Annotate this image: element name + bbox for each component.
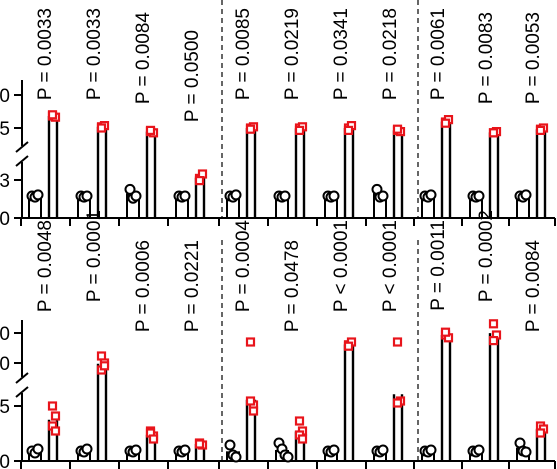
y-tick-label: 0 — [0, 452, 10, 469]
p-value-label: P = 0.0218 — [380, 8, 401, 100]
control-point — [130, 444, 142, 456]
p-value-label: P = 0.0085 — [233, 8, 254, 100]
p-value-label: P = 0.0002 — [476, 210, 497, 302]
treated-point — [440, 327, 451, 337]
control-point — [377, 190, 389, 202]
p-value-label: P = 0.0053 — [523, 12, 544, 104]
control-point — [179, 444, 191, 456]
axis-break-mark — [15, 372, 29, 384]
y-tick-label: 5 — [0, 397, 10, 418]
treated-point — [488, 336, 499, 346]
control-point — [425, 189, 437, 201]
treated-point — [248, 406, 259, 416]
p-value-label: P = 0.0084 — [133, 12, 154, 105]
control-point — [282, 451, 294, 463]
p-value-label: P = 0.0004 — [233, 220, 254, 313]
y-tick-label: 0 — [0, 354, 10, 375]
treated-point — [194, 176, 205, 186]
p-value-label: P = 0.0033 — [84, 8, 105, 100]
treated-point — [145, 125, 156, 136]
treated-point — [194, 439, 205, 449]
control-point — [520, 189, 532, 201]
treated-point — [392, 124, 403, 134]
control-point — [81, 190, 93, 202]
treated-point — [99, 361, 110, 371]
control-point — [224, 439, 236, 451]
p-value-label: P < 0.0001 — [331, 220, 352, 312]
p-value-label: P = 0.0084 — [523, 240, 544, 333]
p-value-label: P = 0.0001 — [84, 210, 105, 302]
y-tick-label: 5 — [0, 119, 10, 140]
p-value-label: P = 0.0500 — [182, 30, 203, 122]
y-tick-label: 3 — [0, 171, 10, 192]
treated-point — [488, 128, 499, 138]
p-value-label: P = 0.0011 — [428, 220, 449, 311]
control-point — [230, 189, 242, 201]
control-point — [473, 444, 485, 456]
treated-point — [488, 319, 499, 329]
treated-point — [440, 118, 451, 128]
control-point — [473, 190, 485, 202]
treated-point — [245, 337, 256, 347]
control-point — [377, 444, 389, 456]
treated-point — [343, 341, 354, 351]
control-point — [279, 190, 291, 202]
treated-point — [297, 434, 308, 444]
treated-point — [47, 110, 58, 120]
p-value-label: P = 0.0083 — [476, 12, 497, 104]
treated-point — [294, 125, 305, 136]
treated-point — [148, 434, 159, 444]
axis-break-mark — [15, 141, 29, 153]
control-point — [130, 190, 142, 202]
treated-point — [50, 411, 61, 421]
p-value-label: P = 0.0048 — [35, 220, 56, 312]
axis-break-mark — [15, 155, 29, 167]
treated-point — [392, 398, 403, 408]
treated-point — [245, 124, 256, 134]
p-value-label: P = 0.0341 — [331, 8, 352, 100]
y-tick-label: 0 — [0, 324, 10, 345]
treated-point — [96, 123, 107, 133]
control-point — [81, 443, 93, 455]
control-point — [425, 444, 437, 456]
treated-point — [50, 426, 61, 436]
p-value-label: P = 0.0221 — [182, 240, 203, 332]
treated-point — [47, 401, 58, 411]
control-point — [328, 190, 340, 202]
treated-point — [294, 416, 305, 426]
treated-point — [392, 337, 403, 347]
p-value-label: P = 0.0219 — [282, 8, 303, 100]
treated-point — [245, 396, 256, 406]
y-tick-label: 0 — [0, 86, 10, 107]
p-value-label: P = 0.0061 — [428, 8, 449, 100]
control-point — [32, 443, 44, 455]
control-point — [179, 190, 191, 202]
p-value-label: P < 0.0001 — [380, 220, 401, 312]
control-point — [328, 444, 340, 456]
control-point — [230, 451, 242, 463]
top-panel: 0 5 3 0 P = 0.0033 P = 0.0033 P = 0.0084 P = 0.… — [0, 0, 556, 230]
bottom-panel: 0 0 5 0 P = 0.0048 P = 0.0001 P = 0.0006 P = 0.… — [0, 210, 556, 469]
y-tick-label: 0 — [0, 209, 10, 230]
control-point — [32, 189, 44, 201]
p-value-label: P = 0.0006 — [133, 240, 154, 332]
p-value-label: P = 0.0478 — [282, 240, 303, 332]
p-value-label: P = 0.0033 — [35, 8, 56, 100]
control-point — [520, 446, 532, 458]
treated-point — [535, 125, 546, 136]
treated-point — [535, 428, 546, 438]
axis-break-mark — [15, 386, 29, 398]
treated-point — [343, 125, 354, 136]
